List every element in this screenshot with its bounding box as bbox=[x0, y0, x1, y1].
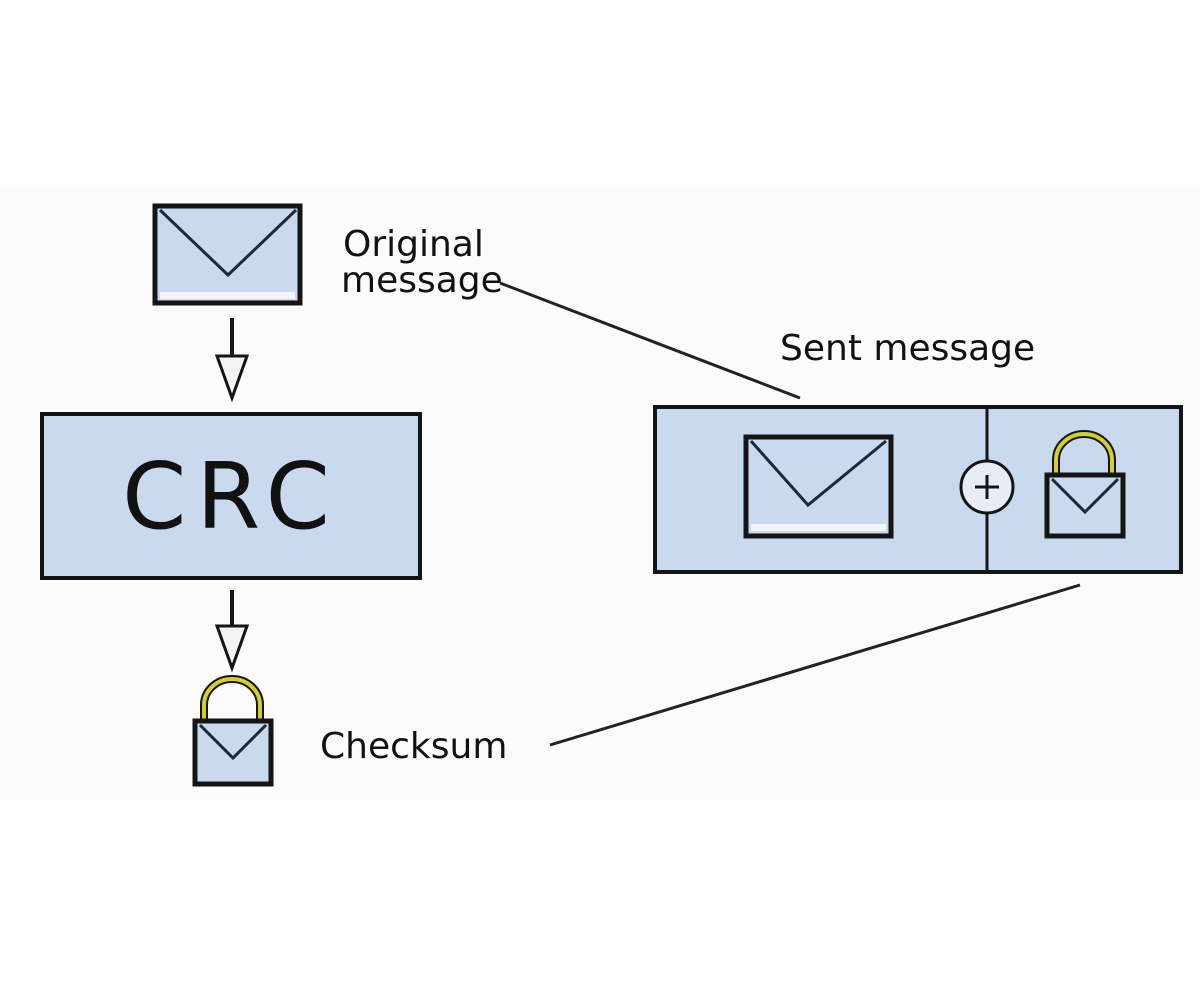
arrow-down-icon bbox=[214, 318, 250, 403]
arrow-down-icon bbox=[214, 590, 250, 673]
sent-envelope-icon bbox=[743, 434, 894, 539]
plus-circle-icon bbox=[959, 459, 1015, 515]
crc-label: CRC bbox=[122, 443, 340, 550]
original-message-label-line1: Original bbox=[343, 224, 484, 265]
connector-original-to-sent bbox=[499, 281, 801, 400]
original-message-label-line2: message bbox=[341, 260, 503, 301]
crc-box: CRC bbox=[40, 412, 422, 580]
original-envelope-icon bbox=[152, 203, 303, 306]
checksum-label: Checksum bbox=[320, 726, 507, 767]
checksum-lock-icon bbox=[192, 675, 274, 787]
sent-lock-icon bbox=[1044, 430, 1126, 539]
connector-checksum-to-sent bbox=[549, 583, 1081, 747]
sent-message-label: Sent message bbox=[780, 328, 1035, 369]
